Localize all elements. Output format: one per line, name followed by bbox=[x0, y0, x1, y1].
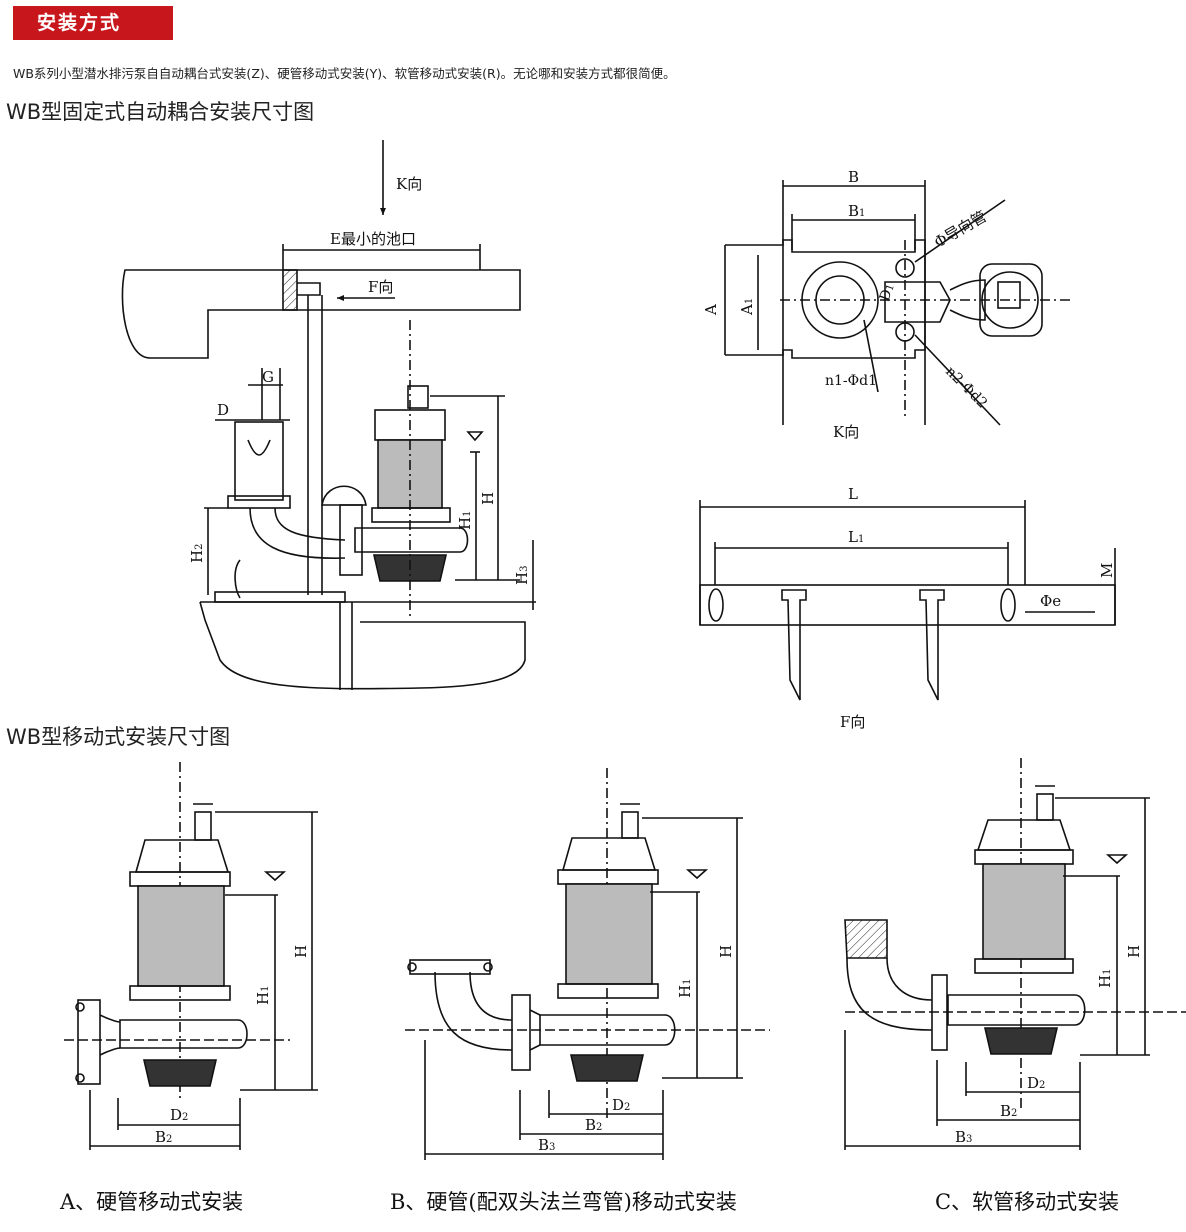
h1-dim-label: H1 bbox=[456, 511, 474, 530]
phi-e-label: Φe bbox=[1040, 592, 1061, 610]
a-h-label: H bbox=[292, 945, 310, 958]
guide-pipe-label: Φ导向管 bbox=[931, 207, 990, 251]
a1-dim-label: A1 bbox=[738, 298, 756, 316]
a-h1-label: H1 bbox=[254, 986, 272, 1005]
b-d2-label: D2 bbox=[612, 1096, 630, 1114]
g-dim-label: G bbox=[262, 368, 274, 386]
a-dim-label: A bbox=[702, 304, 720, 316]
b-dim-label: B bbox=[848, 168, 859, 186]
d1-dim-label: D1 bbox=[877, 281, 898, 303]
c-h-label: H bbox=[1125, 945, 1143, 958]
intro-text: WB系列小型潜水排污泵自自动耦台式安装(Z)、硬管移动式安装(Y)、软管移动式安… bbox=[13, 66, 676, 81]
a-d2-label: D2 bbox=[170, 1106, 188, 1124]
caption-b: B、硬管(配双头法兰弯管)移动式安装 bbox=[390, 1190, 737, 1214]
m-dim-label: M bbox=[1098, 563, 1116, 578]
caption-c: C、软管移动式安装 bbox=[935, 1190, 1120, 1214]
l-dim-label: L bbox=[848, 485, 858, 503]
top-view-drawing: B B1 A A1 D1 Φ导向管 n1-Φd1 n2-Φd2 K向 bbox=[702, 168, 1070, 441]
mobile-install-a-drawing: H H1 D2 B2 bbox=[64, 762, 318, 1150]
h2-dim-label: H2 bbox=[188, 544, 206, 563]
e-min-opening-label: E最小的池口 bbox=[330, 230, 416, 248]
f-view-drawing: L L1 M Φe F向 bbox=[699, 485, 1116, 731]
f-direction-label-2: F向 bbox=[840, 713, 865, 731]
n2-d2-label: n2-Φd2 bbox=[942, 364, 990, 412]
section-tag: 安装方式 bbox=[13, 6, 173, 40]
a-b2-label: B2 bbox=[155, 1128, 172, 1146]
b1-dim-label: B1 bbox=[848, 202, 865, 220]
n1-d1-label: n1-Φd1 bbox=[825, 373, 877, 389]
caption-a: A、硬管移动式安装 bbox=[60, 1190, 244, 1214]
fixed-install-drawing: K向 E最小的池口 F向 G D bbox=[121, 140, 536, 690]
l1-dim-label: L1 bbox=[848, 528, 864, 546]
c-b3-label: B3 bbox=[955, 1128, 972, 1146]
c-b2-label: B2 bbox=[1000, 1102, 1017, 1120]
b-b3-label: B3 bbox=[538, 1136, 555, 1154]
b-h1-label: H1 bbox=[676, 979, 694, 998]
b-h-label: H bbox=[717, 945, 735, 958]
h-dim-label: H bbox=[479, 492, 497, 505]
b-b2-label: B2 bbox=[585, 1116, 602, 1134]
f-direction-label: F向 bbox=[368, 278, 393, 296]
mobile-install-c-drawing: H H1 D2 B2 B3 bbox=[844, 758, 1186, 1150]
k-direction-label-2: K向 bbox=[833, 423, 859, 441]
k-direction-label: K向 bbox=[396, 175, 422, 193]
c-h1-label: H1 bbox=[1096, 969, 1114, 988]
mobile-install-title: WB型移动式安装尺寸图 bbox=[6, 725, 231, 749]
mobile-install-b-drawing: H H1 D2 B2 B3 bbox=[405, 768, 770, 1160]
fixed-install-title: WB型固定式自动耦合安装尺寸图 bbox=[6, 100, 315, 124]
d-dim-label: D bbox=[217, 401, 229, 419]
h3-dim-label: H3 bbox=[513, 566, 531, 585]
c-d2-label: D2 bbox=[1027, 1074, 1045, 1092]
